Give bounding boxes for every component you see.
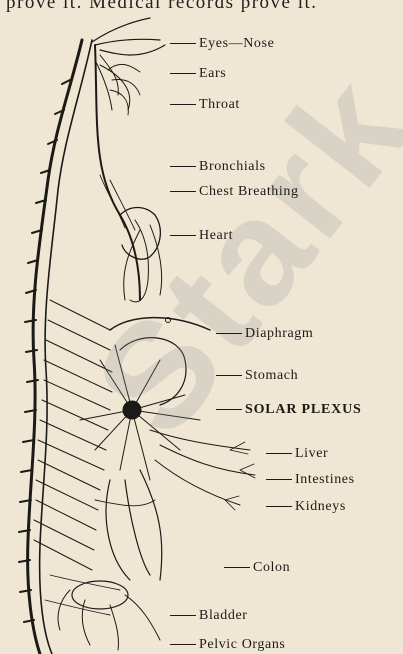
label-diaphragm: Diaphragm <box>216 326 313 342</box>
label-intestines: Intestines <box>266 472 355 488</box>
label-bronchials-text: Bronchials <box>199 159 266 174</box>
label-colon: Colon <box>224 560 290 576</box>
label-solar-plexus-text: SOLAR PLEXUS <box>245 402 362 417</box>
label-heart-text: Heart <box>199 228 233 243</box>
label-kidneys: Kidneys <box>266 499 346 515</box>
label-liver: Liver <box>266 446 328 462</box>
label-ears: Ears <box>170 66 226 82</box>
label-kidneys-text: Kidneys <box>295 499 346 514</box>
label-liver-text: Liver <box>295 446 328 461</box>
label-eyes-nose: Eyes—Nose <box>170 36 274 52</box>
label-throat-text: Throat <box>199 97 240 112</box>
label-diaphragm-text: Diaphragm <box>245 326 313 341</box>
label-ears-text: Ears <box>199 66 226 81</box>
label-bronchials: Bronchials <box>170 159 266 175</box>
label-eyes-nose-text: Eyes—Nose <box>199 36 274 51</box>
label-intestines-text: Intestines <box>295 472 355 487</box>
label-bladder: Bladder <box>170 608 248 624</box>
label-pelvic-organs: Pelvic Organs <box>170 637 285 653</box>
label-throat: Throat <box>170 97 240 113</box>
label-chest-breathing-text: Chest Breathing <box>199 184 299 199</box>
label-bladder-text: Bladder <box>199 608 248 623</box>
label-solar-plexus: SOLAR PLEXUS <box>216 402 362 418</box>
label-heart: Heart <box>170 228 233 244</box>
label-colon-text: Colon <box>253 560 290 575</box>
label-pelvic-organs-text: Pelvic Organs <box>199 637 285 652</box>
label-chest-breathing: Chest Breathing <box>170 184 299 200</box>
label-stomach-text: Stomach <box>245 368 298 383</box>
label-stomach: Stomach <box>216 368 298 384</box>
